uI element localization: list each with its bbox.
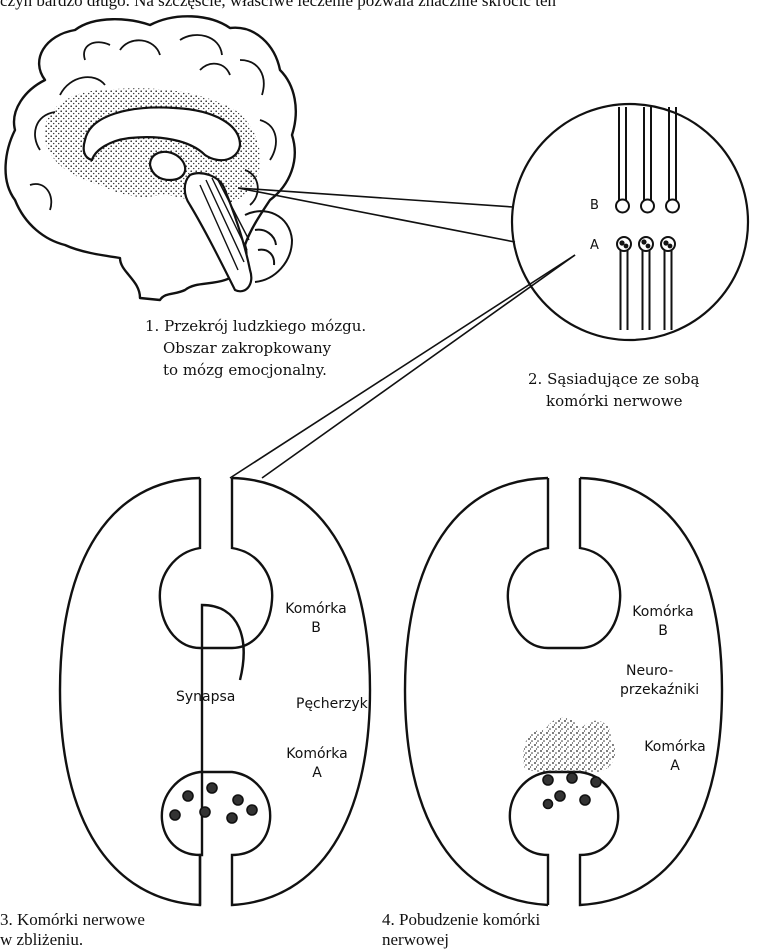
figure3-caption: 3. Komórki nerwowe w zbliżeniu. — [0, 910, 145, 950]
label-vesicles-fig3: Pęcherzyki — [296, 695, 372, 714]
label-cell-b-fig3-line1: Komórka — [276, 600, 356, 619]
figure1-caption-line1: 1. Przekrój ludzkiego mózgu. — [145, 315, 366, 337]
neuron-circle — [512, 104, 748, 340]
neuron-b-group — [616, 107, 679, 213]
figure2-caption-line2: komórki nerwowe — [528, 390, 699, 412]
label-a-fig2: A — [590, 238, 599, 253]
label-cell-a-fig4-line2: A — [634, 757, 716, 776]
cerebellum — [245, 211, 292, 282]
label-cell-b-fig4-line2: B — [622, 622, 704, 641]
label-synapse-fig3: Synapsa — [176, 688, 235, 707]
label-cell-a-fig3-line1: Komórka — [276, 745, 358, 764]
figure1-caption-line2: Obszar zakropkowany — [145, 337, 366, 359]
label-cell-b-fig3-line2: B — [276, 619, 356, 638]
figure1-caption-line3: to mózg emocjonalny. — [145, 359, 366, 381]
figure1-caption: 1. Przekrój ludzkiego mózgu. Obszar zakr… — [145, 315, 366, 381]
label-cell-a-fig4-line1: Komórka — [634, 738, 716, 757]
label-neurotransmitters-line2: przekaźniki — [620, 681, 699, 700]
vesicles-fig3 — [170, 783, 257, 823]
label-cell-b-fig4: Komórka B — [622, 603, 704, 641]
brain-illustration — [6, 16, 296, 300]
figure2-caption: 2. Sąsiadujące ze sobą komórki nerwowe — [528, 368, 699, 412]
label-cell-a-fig3: Komórka A — [276, 745, 358, 783]
figure4-caption-line2: nerwowej — [382, 930, 540, 950]
neurotransmitter-spray — [523, 718, 615, 772]
figure4-caption: 4. Pobudzenie komórki nerwowej — [382, 910, 540, 950]
figure2-caption-line1: 2. Sąsiadujące ze sobą — [528, 368, 699, 390]
zoom-lines-fig1-fig2 — [238, 188, 515, 242]
figure3-caption-line2: w zbliżeniu. — [0, 930, 145, 950]
label-neurotransmitters-fig4: Neuro- przekaźniki — [620, 662, 699, 700]
neuron-a-group — [617, 237, 675, 330]
label-b-fig2: B — [590, 198, 599, 213]
vesicles-fig4 — [543, 773, 601, 809]
label-cell-a-fig4: Komórka A — [634, 738, 716, 776]
label-cell-b-fig3: Komórka B — [276, 600, 356, 638]
figure4-caption-line1: 4. Pobudzenie komórki — [382, 910, 540, 930]
figure3-caption-line1: 3. Komórki nerwowe — [0, 910, 145, 930]
label-cell-b-fig4-line1: Komórka — [622, 603, 704, 622]
label-cell-a-fig3-line2: A — [276, 764, 358, 783]
label-neurotransmitters-line1: Neuro- — [620, 662, 699, 681]
